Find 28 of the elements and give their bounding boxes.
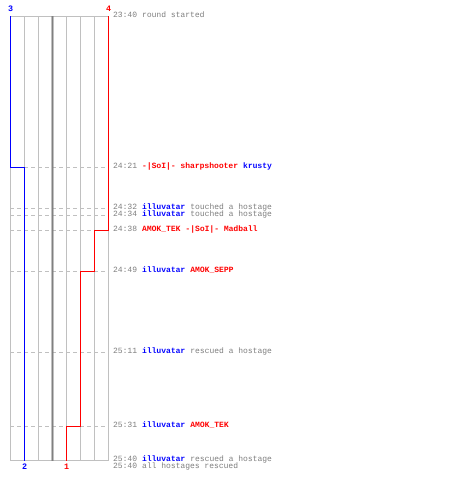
time: 24:32: [113, 203, 138, 212]
time: 25:11: [113, 347, 138, 356]
player-name: illuvatar: [142, 266, 186, 275]
player-count: 3: [8, 5, 14, 13]
time: 24:38: [113, 225, 138, 234]
event-text: round started: [142, 11, 204, 20]
player-count: 4: [106, 5, 112, 13]
player-name: AMOK_SEPP: [190, 266, 234, 275]
time: 25:40: [113, 462, 138, 471]
player-name: -|SoI|- Madball: [185, 225, 258, 234]
player-name: illuvatar: [142, 210, 186, 219]
player-name: illuvatar: [142, 347, 186, 356]
player-name: -|SoI|- sharpshooter: [142, 162, 238, 171]
event-text: all hostages rescued: [142, 462, 238, 471]
time: 25:40: [113, 455, 138, 464]
time: 23:40: [113, 11, 138, 20]
time: 25:31: [113, 421, 138, 430]
player-name: AMOK_TEK: [190, 421, 229, 430]
event-text: touched a hostage: [190, 210, 272, 219]
time: 24:21: [113, 162, 138, 171]
event-text: rescued a hostage: [190, 347, 272, 356]
player-count: 2: [22, 463, 28, 471]
time: 24:49: [113, 266, 138, 275]
player-count: 1: [64, 463, 70, 471]
player-name: illuvatar: [142, 421, 186, 430]
time: 24:34: [113, 210, 138, 219]
player-name: krusty: [243, 162, 272, 171]
player-name: AMOK_TEK: [142, 225, 180, 234]
